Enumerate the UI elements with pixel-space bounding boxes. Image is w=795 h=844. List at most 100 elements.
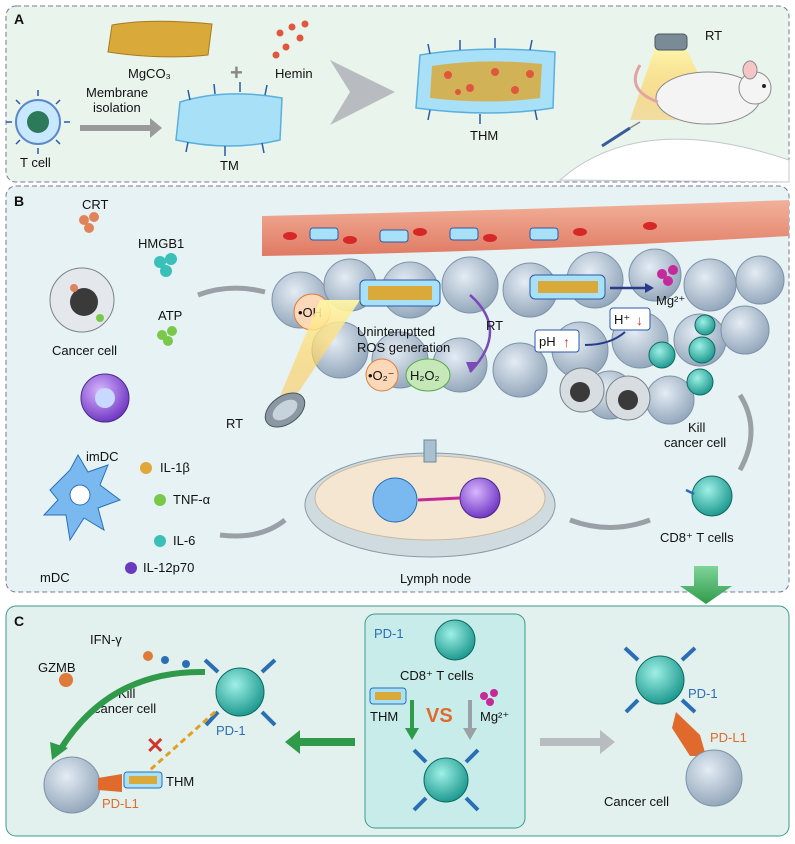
atp-label: ATP (158, 308, 182, 323)
mgco3-label: MgCO₃ (128, 66, 171, 81)
ros-label-2: ROS generation (357, 340, 450, 355)
cd8-t-cell-icon (685, 475, 733, 517)
h-plus-down-arrow: ↓ (636, 312, 643, 328)
mg-label: Mg²⁺ (656, 293, 685, 308)
o2-label: •O₂⁻ (368, 368, 395, 383)
panel-a-letter: A (14, 11, 24, 27)
arrow-b-to-c (680, 566, 732, 604)
thm-on-tumor (359, 274, 606, 307)
rt-beam (270, 300, 360, 420)
block-x-icon: ✕ (146, 733, 164, 758)
il12-label: IL-12p70 (143, 560, 194, 575)
blood-vessel (262, 200, 789, 256)
mdc-label: mDC (40, 570, 70, 585)
thm-label: THM (470, 128, 498, 143)
membrane-isolation-label-2: isolation (93, 100, 141, 115)
il1b-label: IL-1β (160, 460, 190, 475)
ifn-gamma-molecules (143, 651, 190, 668)
rt-label-mouse: RT (705, 28, 722, 43)
gzmb-label: GZMB (38, 660, 76, 675)
h2o2-badge (405, 358, 451, 392)
superoxide-badge (365, 358, 399, 392)
t-cell-icon (6, 90, 70, 154)
pd1-label-right: PD-1 (688, 686, 718, 701)
mg-label-center: Mg²⁺ (480, 709, 509, 724)
ifng-label: IFN-γ (90, 632, 122, 647)
ros-cycle-arrowhead (466, 362, 478, 372)
cd8-t-cells-attacking (648, 314, 716, 396)
membrane-isolation-label-1: Membrane (86, 85, 148, 100)
cd8-t-cell-left (203, 658, 277, 727)
cancer-cell-label: Cancer cell (52, 343, 117, 358)
arrow-lymph-to-cd8 (569, 517, 651, 530)
cd8-label-b: CD8⁺ T cells (660, 530, 734, 545)
thm-label-left: THM (166, 774, 194, 789)
lymph-node-illustration (304, 439, 556, 558)
blocked-interaction-line (149, 710, 216, 772)
mg-ion-cluster (657, 265, 678, 286)
hemin-molecules (272, 20, 309, 59)
cancer-cell-icon (49, 267, 115, 333)
hmgb1-label: HMGB1 (138, 236, 184, 251)
atp-molecule (157, 326, 177, 346)
green-kill-arrow (57, 668, 206, 752)
kill-label-b-2: cancer cell (664, 435, 726, 450)
ph-box (534, 329, 580, 353)
cd8-label-center: CD8⁺ T cells (400, 668, 474, 683)
hemin-label: Hemin (275, 66, 313, 81)
pd-l1-binding-right (672, 712, 706, 756)
lymph-node-label: Lymph node (400, 571, 471, 586)
cancer-cell-label-right: Cancer cell (604, 794, 669, 809)
rt-arrow-label: RT (486, 318, 503, 333)
thm-nanoparticle (415, 38, 556, 124)
mdc-cell-icon (42, 453, 122, 542)
ph-label: pH (539, 334, 556, 349)
thm-center (369, 687, 407, 705)
ph-up-arrow: ↑ (563, 334, 570, 350)
imdc-label: imDC (86, 449, 119, 464)
arrow-ph-to-h (584, 331, 626, 346)
cancer-cell-right (685, 749, 743, 807)
imdc-cell-icon (80, 373, 130, 423)
grey-arrow-to-right (540, 730, 615, 754)
arrow-mdc-to-lymph-node (219, 518, 287, 539)
cytokine-icons (125, 462, 166, 574)
pd1-label-left: PD-1 (216, 723, 246, 738)
h2o2-label: H₂O₂ (410, 368, 440, 383)
green-down-arrowhead-center (405, 728, 419, 740)
comparison-box (364, 613, 526, 829)
cancer-cell-left (43, 756, 122, 814)
vs-label: VS (426, 705, 453, 727)
arrow-to-mg-head (645, 283, 654, 293)
tnfa-label: TNF-α (173, 492, 211, 507)
cd8-t-cell-right (623, 646, 697, 714)
kill-label-b-1: Kill (688, 420, 705, 435)
h-plus-label: H⁺ (614, 312, 630, 327)
h-plus-box (609, 307, 651, 331)
cd8-t-cell-center-bottom (412, 748, 480, 812)
green-kill-arrowhead (50, 742, 68, 760)
thm-label-center: THM (370, 709, 398, 724)
pd1-label-center: PD-1 (374, 626, 404, 641)
crt-molecule (79, 212, 99, 233)
rt-lamp-icon (264, 392, 306, 428)
panel-b-letter: B (14, 193, 24, 209)
pdl1-label-right: PD-L1 (710, 730, 747, 745)
il6-label: IL-6 (173, 533, 195, 548)
grey-down-arrowhead-center (463, 728, 477, 740)
ros-label-1: Uninteruptted (357, 324, 435, 339)
rt-lamp-label: RT (226, 416, 243, 431)
arrow-membrane-isolation (80, 118, 162, 138)
mgco3-sheet (107, 20, 213, 58)
gzmb-molecule (59, 673, 73, 687)
cd8-t-cell-center-top (434, 619, 476, 661)
crt-label: CRT (82, 197, 109, 212)
tm-label: TM (220, 158, 239, 173)
mg-ions-center (480, 689, 498, 706)
thm-blocker-left (123, 771, 163, 789)
kill-label-c-2: cancer cell (94, 701, 156, 716)
tm-membrane-sheet (175, 82, 283, 156)
dying-cancer-cells (559, 367, 651, 421)
t-cell-label: T cell (20, 155, 51, 170)
